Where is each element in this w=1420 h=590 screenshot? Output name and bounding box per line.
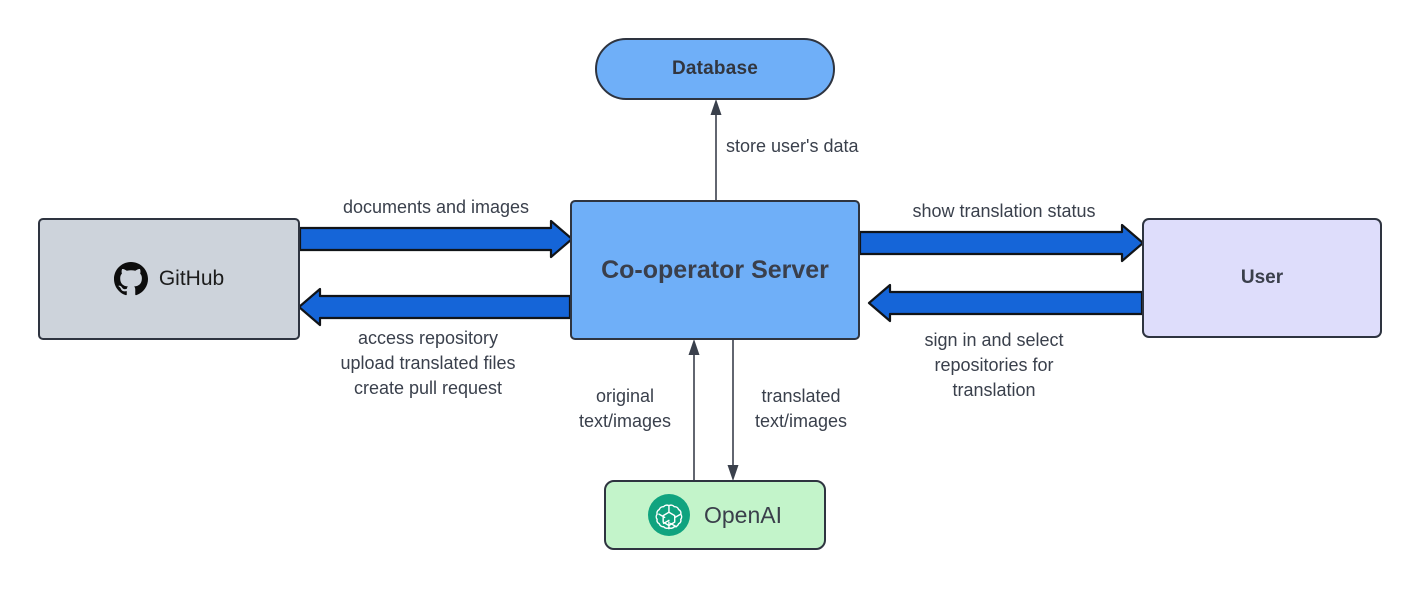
edge-label-show-translation-status: show translation status bbox=[912, 201, 1096, 221]
node-github[interactable]: GitHub bbox=[38, 218, 300, 340]
github-brand-row: GitHub bbox=[113, 262, 225, 296]
node-co-operator-server[interactable]: Co-operator Server bbox=[570, 200, 860, 340]
edge-openai-to-server bbox=[688, 339, 700, 480]
edge-label-access-repository: access repository upload translated file… bbox=[340, 328, 516, 398]
edge-github-to-server bbox=[298, 219, 574, 259]
edge-label-sign-in-and-select: sign in and select repositories for tran… bbox=[924, 330, 1064, 400]
edge-server-to-user bbox=[858, 223, 1145, 263]
edge-label-documents-and-images: documents and images bbox=[342, 197, 530, 217]
node-user-label: User bbox=[1240, 267, 1284, 288]
node-server-label: Co-operator Server bbox=[601, 255, 829, 284]
edge-server-to-database bbox=[710, 99, 722, 200]
edge-label-store-users-data: store user's data bbox=[726, 136, 859, 156]
node-user[interactable]: User bbox=[1142, 218, 1382, 338]
openai-logo-icon bbox=[648, 494, 690, 536]
edge-user-to-server bbox=[867, 283, 1144, 323]
node-openai[interactable]: OpenAI bbox=[604, 480, 826, 550]
edge-label-original-text-images: original text/images bbox=[578, 386, 672, 431]
openai-brand-row: OpenAI bbox=[648, 494, 782, 536]
node-database[interactable]: Database bbox=[595, 38, 835, 100]
github-logo-icon bbox=[113, 262, 148, 296]
edge-server-to-github bbox=[297, 287, 572, 327]
node-github-label: GitHub bbox=[158, 267, 225, 290]
edge-label-translated-text-images: translated text/images bbox=[754, 386, 848, 431]
node-database-label: Database bbox=[671, 58, 759, 79]
edge-server-to-openai bbox=[727, 340, 739, 481]
node-openai-label: OpenAI bbox=[704, 501, 782, 528]
